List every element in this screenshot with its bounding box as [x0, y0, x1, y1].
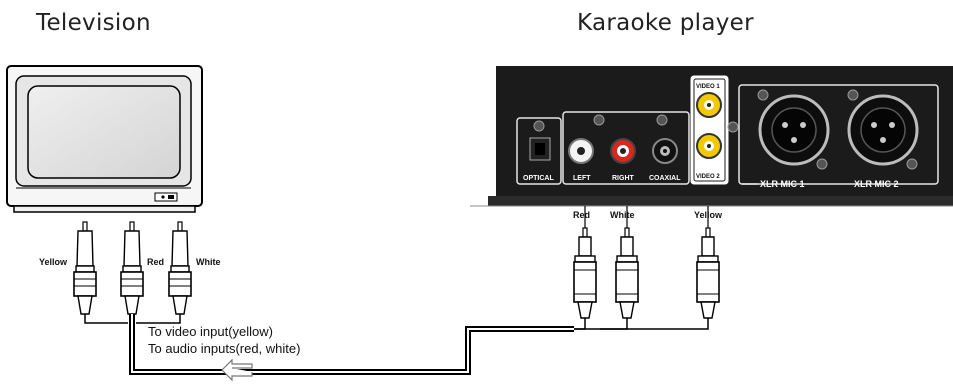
caption-audio-inputs: To audio inputs(red, white): [148, 341, 300, 356]
television-title: Television: [36, 10, 151, 36]
karaoke-player-title: Karaoke player: [577, 10, 754, 36]
panel-label-video2: VIDEO 2: [696, 174, 720, 180]
direction-arrow-icon: [221, 358, 253, 382]
player-plug-white-label: White: [610, 210, 635, 220]
player-plug-red: [573, 227, 597, 319]
karaoke-player-panel: OPTICAL LEFT RIGHT COAXIAL VIDEO 1 VIDEO…: [470, 66, 953, 207]
main-cable: [129, 314, 709, 375]
player-plug-red-label: Red: [573, 210, 590, 220]
tv-plug-yellow: [73, 221, 97, 315]
panel-label-video1: VIDEO 1: [696, 84, 720, 90]
tv-cables: [84, 314, 181, 324]
tv-plug-white: [168, 221, 192, 315]
panel-label-xlr-mic-1: XLR MIC 1: [760, 179, 805, 189]
panel-label-optical: OPTICAL: [523, 175, 554, 182]
caption-video-input: To video input(yellow): [148, 324, 273, 339]
player-plug-yellow-label: Yellow: [694, 210, 723, 220]
tv-plug-red-label: Red: [147, 257, 164, 267]
panel-label-coaxial: COAXIAL: [649, 175, 681, 182]
tv-plug-yellow-label: Yellow: [39, 257, 68, 267]
player-plug-yellow: [696, 227, 720, 319]
tv-plug-white-label: White: [196, 257, 221, 267]
panel-label-right: RIGHT: [612, 175, 635, 182]
panel-label-xlr-mic-2: XLR MIC 2: [854, 179, 899, 189]
tv-plug-red: [120, 221, 144, 315]
player-plug-white: [615, 227, 639, 319]
panel-label-left: LEFT: [573, 175, 591, 182]
television-illustration: [6, 65, 203, 213]
